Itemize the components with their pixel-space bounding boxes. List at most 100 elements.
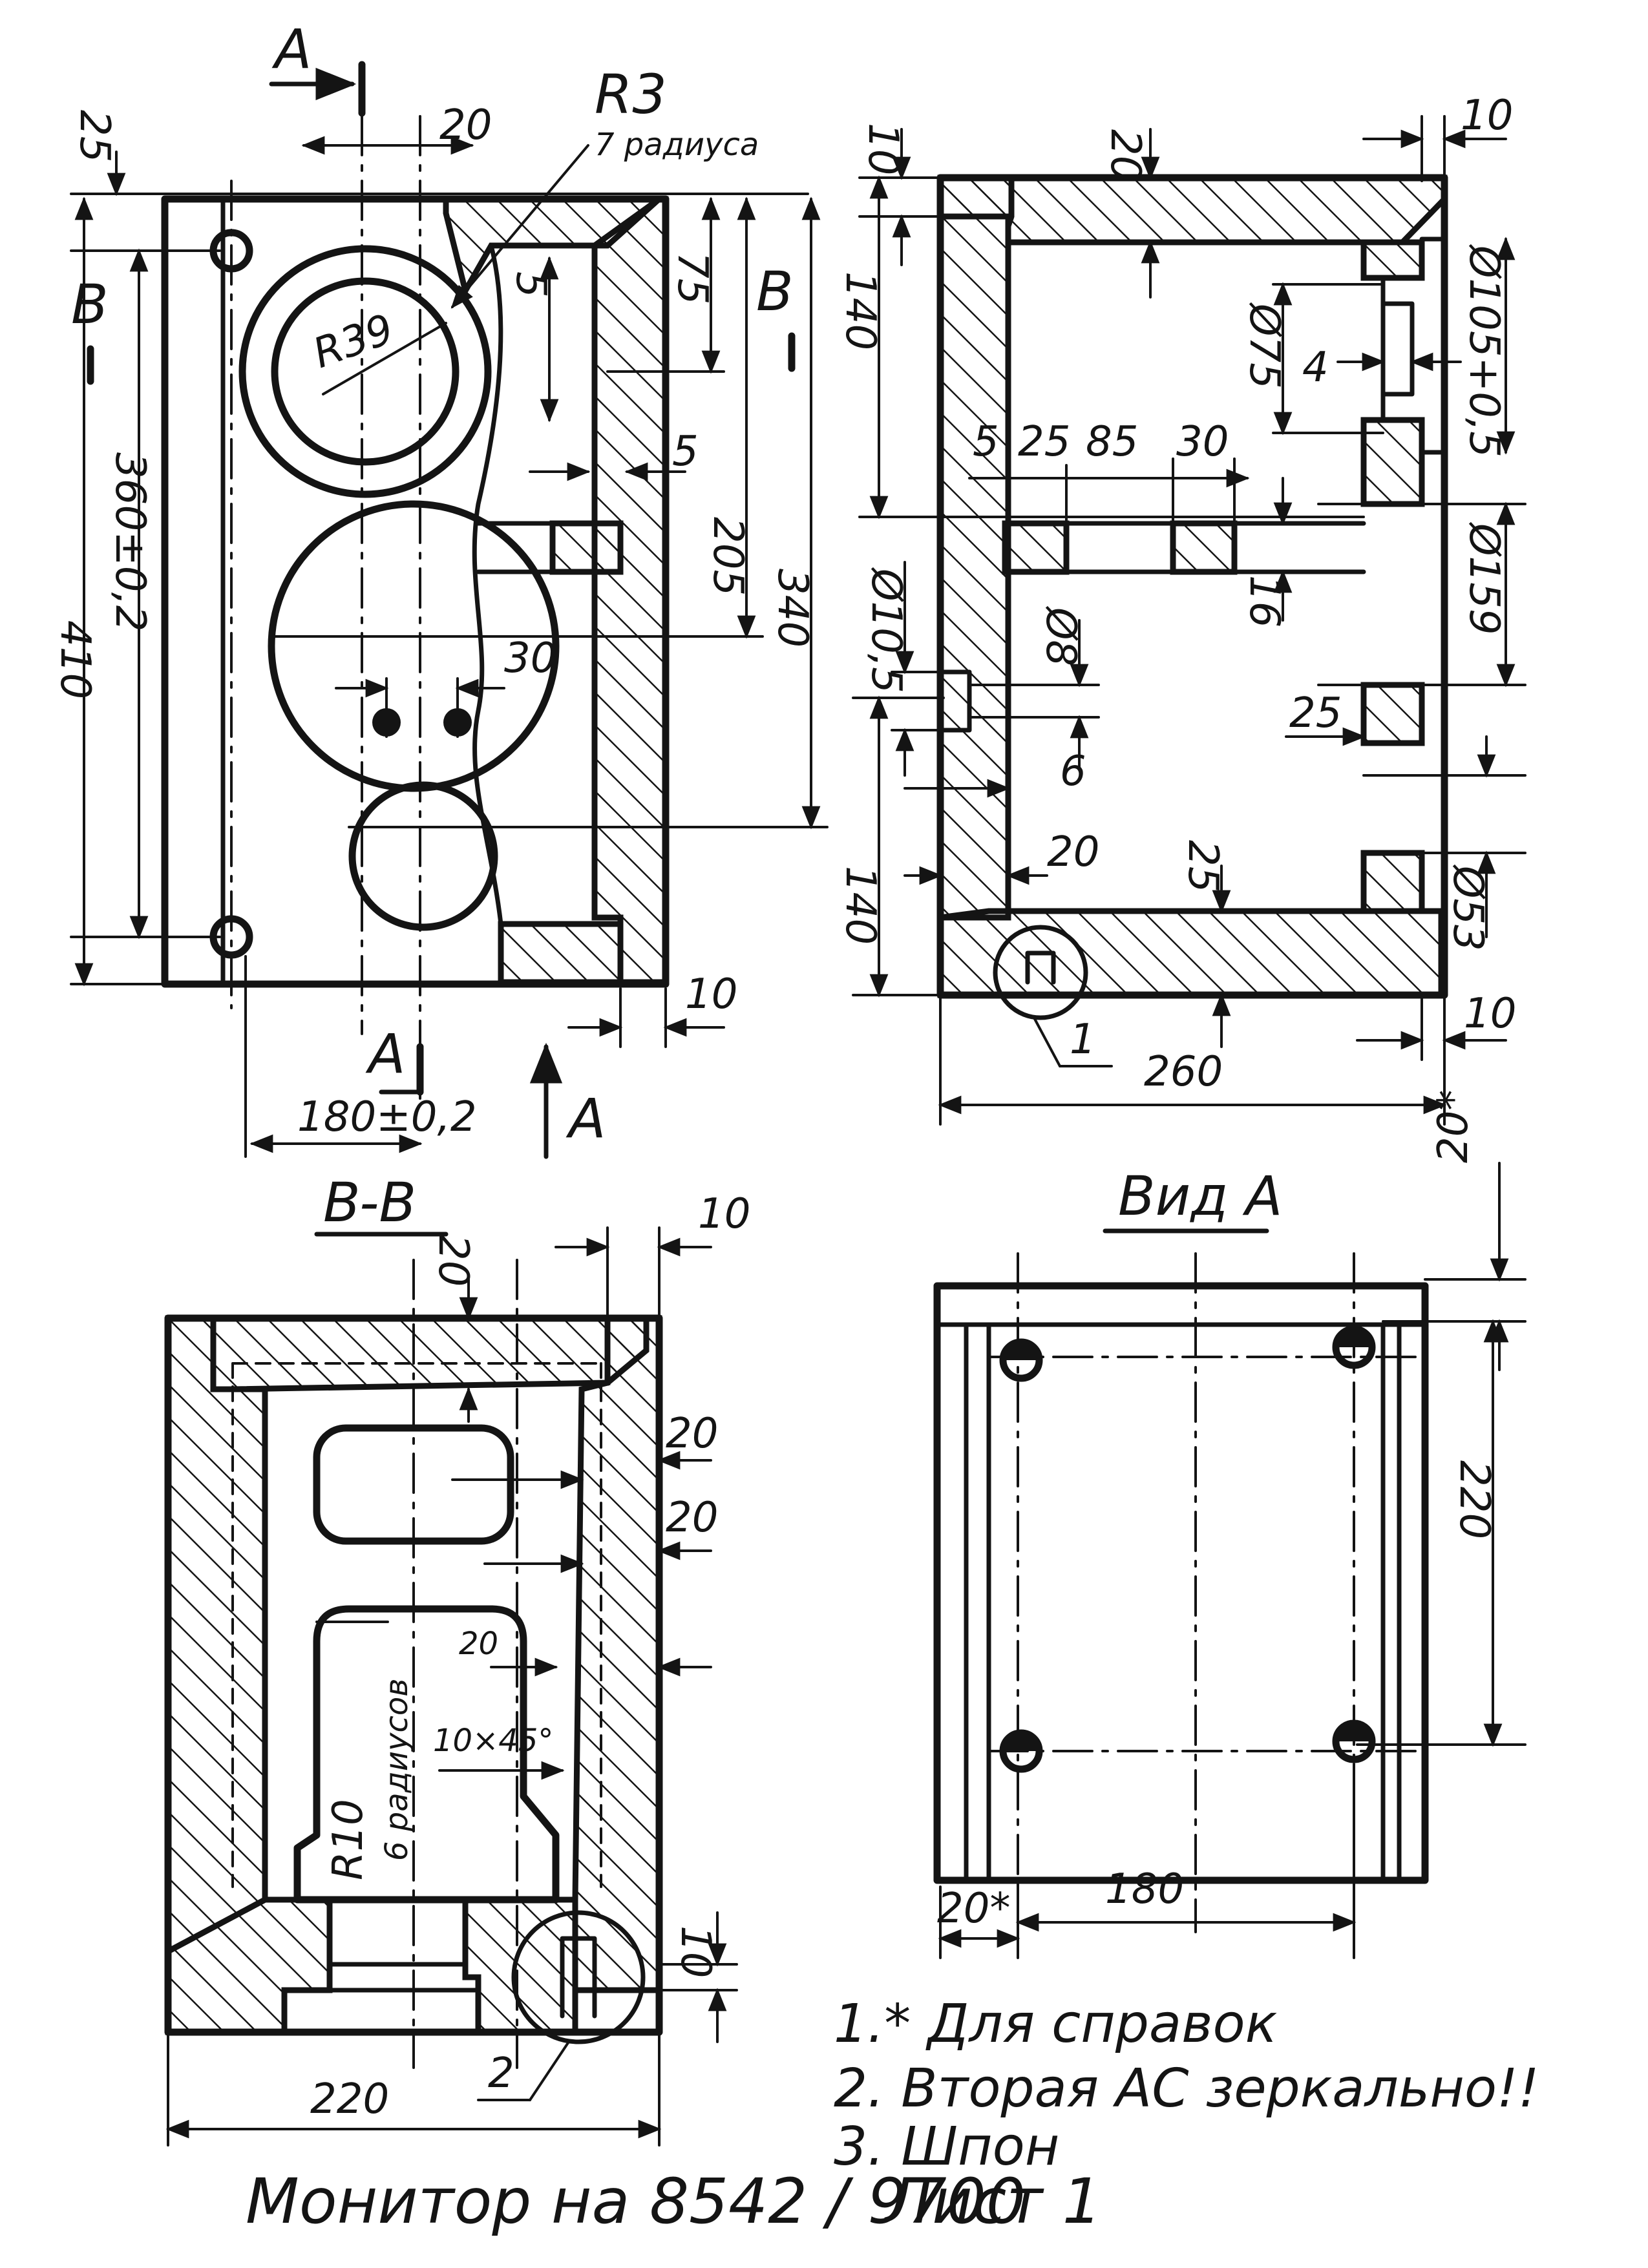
dim-25-top: 25 [70,110,118,162]
note-2: 2. Вторая АС зеркально!! [834,2058,1539,2119]
dim-5-b: 5 [672,428,699,476]
bb-hidden-lines [231,1362,602,1888]
title-block: Монитор на 8542 / 9700 Лист 1 [246,2165,1102,2238]
section-bb-view: B-B 2 10 [164,1171,750,2147]
aa-dim-20: 20 [1047,828,1099,876]
bb-dim-20-top: 20 [429,1234,477,1286]
aa-shelf-right [1170,520,1238,575]
front-view-outline [161,195,670,988]
aa-dim-20-top: 20 [1101,129,1149,182]
note-3: 3. Шпон [834,2116,1059,2178]
dim-r3-leader [450,144,589,309]
view-a-hole-br-fill [1336,1723,1372,1741]
front-dimensions: 410 360±0,2 25 20 R3 7 радиуса R39 5 5 7… [51,63,829,1158]
bb-top-wall [210,1315,650,1392]
aa-left-wall [937,174,1015,921]
view-a-hole-tr-fill [1336,1329,1372,1347]
dim-r3: R3 [595,63,667,126]
dim-r3-note: 7 радиуса [595,127,759,163]
aa-right-wall-top [1360,239,1425,281]
aa-dim-53: Ø53 [1444,864,1492,951]
footer-title: Монитор на 8542 / 9700 [246,2165,1026,2238]
aa-dim-85: 85 [1086,418,1138,466]
bb-dim-220: 220 [310,2075,389,2123]
aa-dim-260: 260 [1144,1048,1223,1096]
aa-shelf-edges [1064,521,1366,574]
front-top-wall [443,196,667,299]
aa-top-wall [937,174,1448,246]
tweeter-inner-circle [271,277,460,466]
bb-dim-20-a: 20 [666,1410,718,1458]
dim-205: 205 [704,517,752,596]
view-a-dim-20star-bottom: 20* [937,1885,1010,1933]
aa-dim-105-left: Ø10,5 [862,567,910,693]
aa-dim-25c: 25 [1179,840,1227,892]
view-a-title: Вид А [1118,1164,1282,1228]
aa-dimensions: 10 20 10 140 Ø75 4 Ø105+0,5 [836,92,1527,1126]
footer-sheet: Лист 1 [883,2165,1102,2238]
dim-410: 410 [51,620,99,699]
dim-75: 75 [668,252,716,304]
aa-callout-1-circle [993,925,1088,1020]
dim-180-front: 180±0,2 [297,1093,477,1141]
front-shelf [549,520,624,575]
tweeter-outer-circle [238,245,492,498]
bb-dim-20-c: 20 [459,1626,498,1662]
aa-dim-105-right: Ø105+0,5 [1460,244,1508,457]
view-a-dim-220: 220 [1450,1460,1498,1539]
view-a: Вид А 20* 220 [933,1090,1527,1959]
aa-dim-75: Ø75 [1240,302,1288,389]
view-a-hole-bl-fill [1003,1733,1039,1751]
view-a-dim-20star-top: 20* [1430,1090,1477,1163]
front-view: A A B B A 410 360±0,2 25 20 R3 7 радиуса… [51,17,829,1159]
aa-bottom-wall [937,908,1444,998]
aa-dim-10-bottom: 10 [1464,990,1516,1038]
aa-dim-10-top: 10 [859,123,907,175]
section-a-top-label: A [271,17,312,81]
notes-block: 1.* Для справок 2. Вторая АС зеркально!!… [834,1993,1539,2178]
bb-outline [164,1314,663,2036]
view-a-arrow-label: A [565,1087,606,1150]
bb-woofer-opening [293,1605,560,1904]
aa-dim-140-top: 140 [836,271,884,350]
front-right-wall [591,196,669,985]
dim-360: 360±0,2 [106,452,154,632]
section-aa-view: 1 10 20 10 140 Ø75 4 Ø105+ [836,92,1527,1126]
aa-dim-159: Ø159 [1460,521,1508,635]
aa-dim-30: 30 [1176,418,1229,466]
port-circle [348,781,498,931]
bb-dim-10-right: 10 [671,1926,719,1978]
aa-right-wall-bottom [1360,850,1425,914]
front-break-line [472,243,503,927]
dim-30-front: 30 [504,635,556,682]
bb-left-wall [165,1315,268,1957]
aa-dim-140-bottom: 140 [836,866,884,945]
dim-5-a: 5 [507,271,555,298]
bb-dim-chamfer: 10×45° [433,1723,553,1759]
aa-right-wall-lower [1360,682,1425,746]
bb-dim-20-b: 20 [666,1494,718,1542]
aa-dim-4: 4 [1302,344,1329,392]
bb-callout-2: 2 [488,2050,514,2097]
bb-dim-r10-note: 6 радиусов [379,1678,415,1861]
bb-title: B-B [323,1171,416,1234]
bb-callout-2-detail [560,1936,597,2019]
aa-dim-6: 6 [1060,748,1086,795]
bb-bottom-right [462,1896,578,2035]
aa-dim-10-right: 10 [1461,92,1513,140]
aa-dim-25a: 25 [1018,418,1070,466]
aa-shelf-left [1002,520,1070,575]
bb-dim-10: 10 [698,1190,750,1238]
view-a-dim-180: 180 [1105,1865,1184,1913]
section-a-bottom-label: A [365,1022,405,1086]
aa-dim-8: Ø8 [1037,605,1084,666]
bb-right-wall [572,1315,662,1993]
view-a-hole-tl-fill [1003,1342,1039,1360]
aa-callout-1-detail [1025,950,1056,985]
dim-340: 340 [768,569,816,647]
note-1: 1.* Для справок [834,1993,1277,2055]
section-b-right-label: B [756,260,794,323]
dim-20-top: 20 [439,101,492,149]
bb-dim-r10: R10 [324,1799,372,1880]
